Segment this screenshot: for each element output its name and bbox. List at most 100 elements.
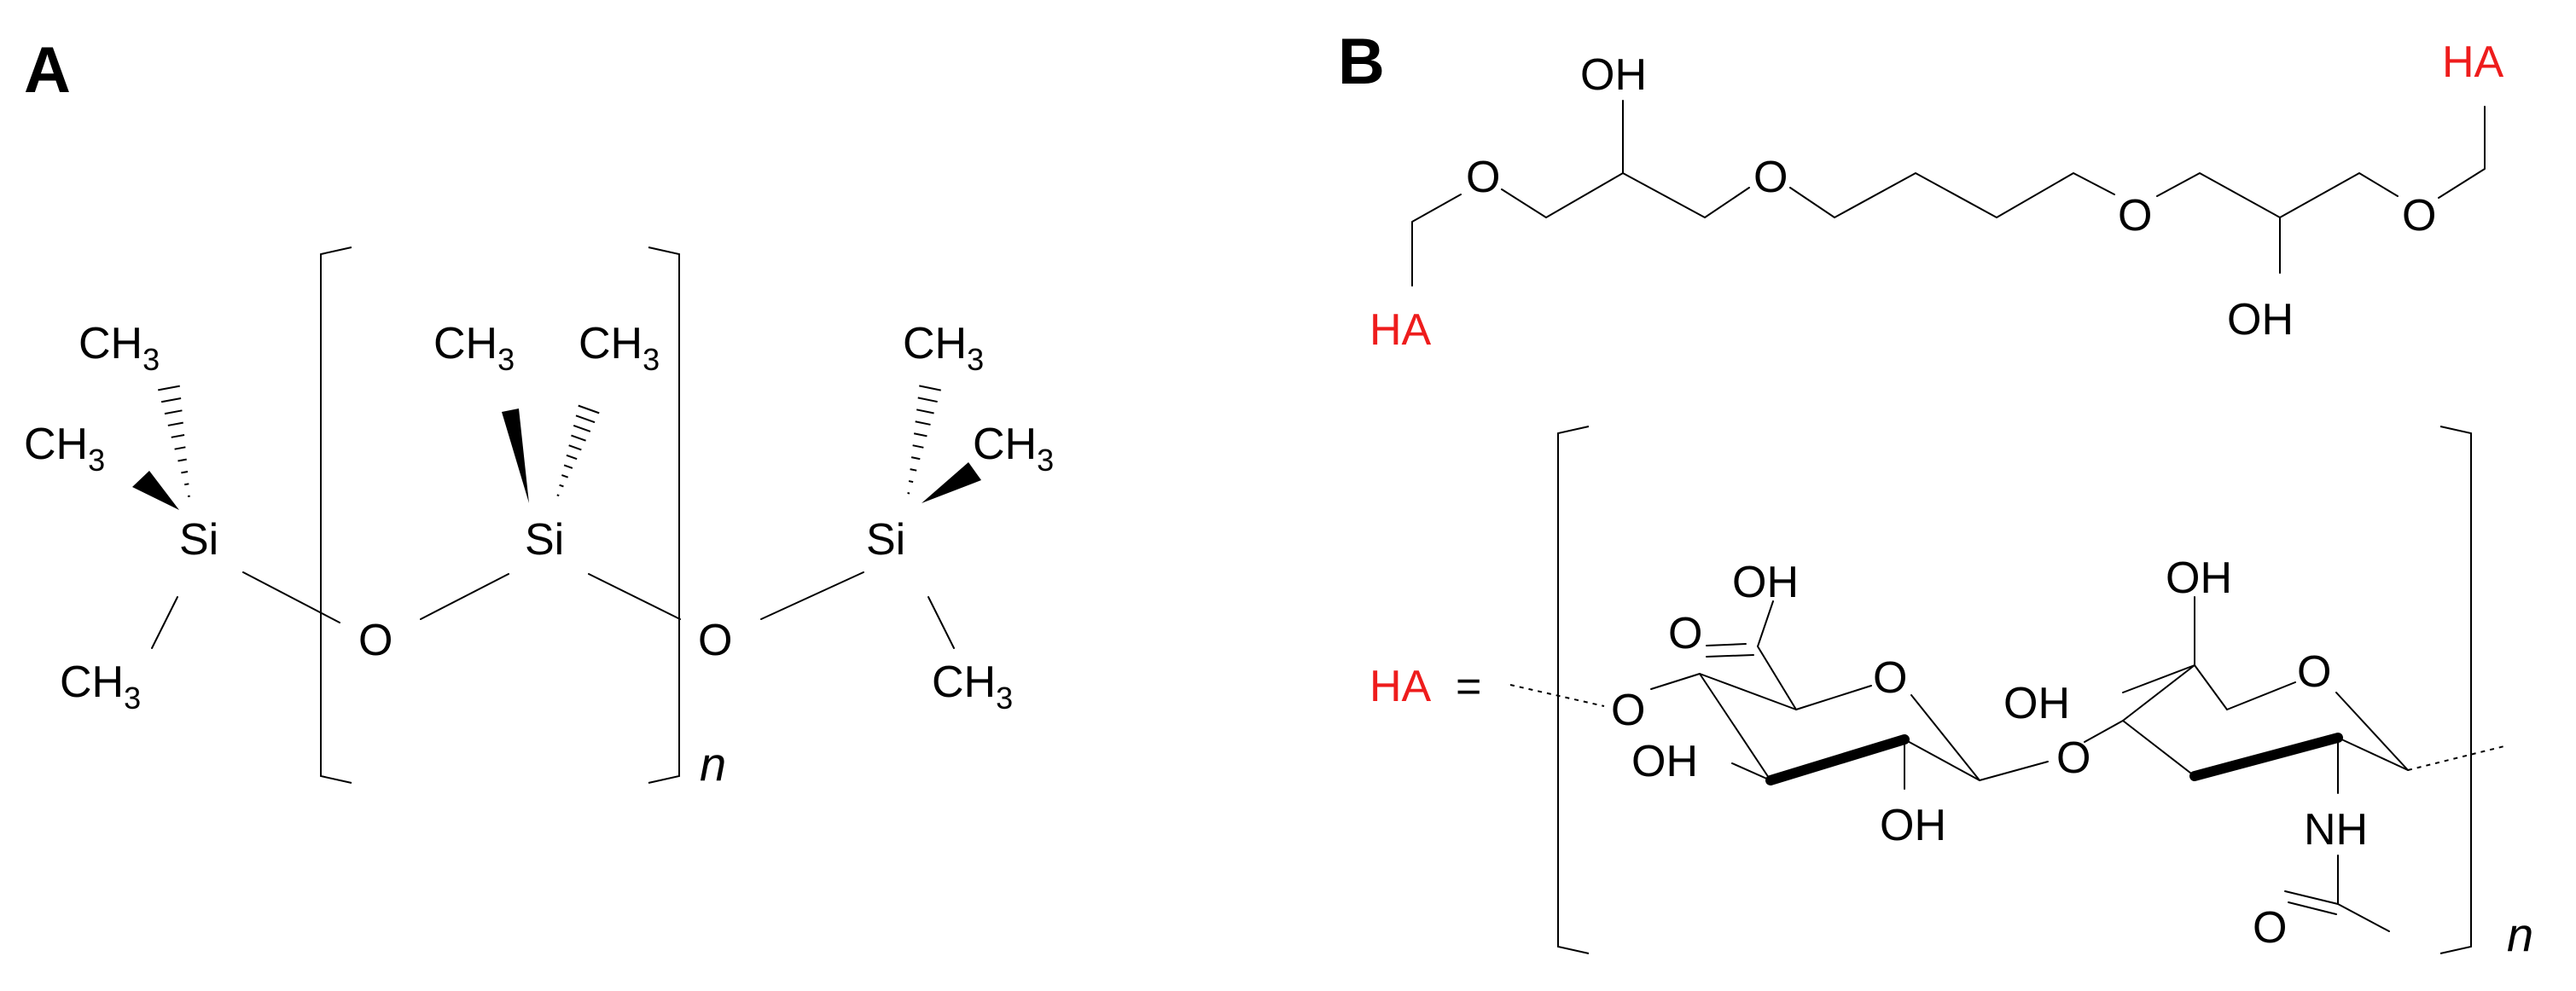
oh-c4-glcnac: OH [2003, 679, 2070, 728]
bond-si-right-ch3-bottom [927, 596, 955, 649]
bond-c2-c1-ring2 [2337, 737, 2409, 771]
oh-c3: OH [1631, 737, 1698, 786]
bond-si-o-left [242, 571, 340, 623]
ch2oh-oh: OH [2166, 553, 2232, 603]
hash-stroke [917, 397, 938, 403]
bond-carbonyl-o-2 [2288, 901, 2337, 915]
hash-stroke [910, 456, 921, 461]
glucuronic-acid-ring [1650, 600, 2049, 790]
bond-o-si-mid [420, 573, 509, 620]
bond-ha-ch2-o1 [1411, 194, 1462, 287]
bond-c1-o-glyco [1979, 761, 2049, 781]
carboxyl-o: O [1668, 609, 1702, 658]
o-right: O [698, 616, 732, 665]
oh-c2: OH [1880, 801, 1946, 850]
hash-stroke [915, 420, 931, 426]
bond-o-c4-ring2 [2084, 720, 2124, 743]
o-glyco-left: O [1611, 686, 1645, 735]
bond-c5-c6 [1757, 646, 1797, 710]
hash-stroke [563, 464, 573, 469]
ha-right: HA [2442, 38, 2504, 87]
panel-b-label: B [1338, 26, 1385, 98]
bond-c1-o5-ring2 [2335, 692, 2409, 771]
bond-c3-oh [1731, 762, 1771, 781]
hash-stroke [919, 385, 941, 391]
bond-c6-oh [1757, 600, 1774, 647]
hash-stroke [160, 397, 182, 403]
bond-c4-oh-ring2 [2122, 664, 2195, 693]
linker-o3: O [2118, 191, 2152, 241]
hash-stroke [556, 494, 560, 497]
bracket-b-right [2439, 426, 2472, 954]
glcnac-ring [2084, 596, 2409, 932]
wedge-si-left-ch3 [132, 471, 179, 510]
hash-stroke [171, 434, 185, 438]
hash-stroke [573, 424, 591, 432]
ch3-right: CH3 [973, 420, 1054, 478]
linker-o2: O [1753, 153, 1788, 202]
si-right: Si [866, 515, 905, 565]
ch3-bottom-left: CH3 [60, 658, 141, 716]
bond-c4-c3-ring2 [2122, 720, 2195, 777]
hash-stroke [164, 409, 183, 415]
o-left: O [358, 616, 393, 665]
dotted-bond-right [2407, 745, 2505, 771]
bond-c4-c3-ring2-up [2122, 664, 2195, 722]
ch3-mid-left: CH3 [433, 319, 515, 377]
hash-stroke [908, 480, 914, 484]
bond-o-si-right [760, 571, 864, 620]
bond-o3-glycerol-o4 [2156, 172, 2399, 218]
ch3-bottom-right: CH3 [932, 658, 1013, 716]
o-ring1: O [1873, 653, 1907, 703]
wedge-si-right-ch3 [922, 462, 981, 503]
acetyl-o: O [2253, 903, 2287, 953]
ch3-top-left: CH3 [79, 319, 160, 377]
bond-c5-c4 [1699, 673, 1797, 710]
si-left: Si [179, 515, 218, 565]
bond-si-left-ch3-bottom [151, 596, 178, 649]
bond-carbonyl-o-1 [2284, 890, 2339, 905]
hash-stroke [578, 404, 600, 414]
bond-c2-c1 [1904, 739, 1980, 781]
hash-stroke [916, 409, 934, 414]
bond-c1-o5 [1910, 694, 1980, 781]
equals-sign: = [1456, 662, 1481, 711]
panel-a: A CH3 CH3 Si CH3 O CH3 CH3 Si O CH3 [24, 34, 1054, 791]
hash-stroke [910, 468, 917, 472]
bond-o-c4 [1650, 673, 1701, 690]
oh-top: OH [1580, 50, 1647, 100]
linker-o4: O [2402, 191, 2436, 241]
panel-b: B OH O O O O OH HA HA HA = [1338, 26, 2533, 961]
panel-a-label: A [24, 34, 71, 107]
bond-o4-ch2-ha [2438, 106, 2486, 199]
wedge-si-mid-ch3 [502, 409, 529, 503]
bond-o2-butyl-o3 [1789, 172, 2115, 218]
hash-stroke [913, 432, 927, 438]
bond-o5-c5-ring2 [2226, 681, 2296, 710]
carboxyl-oh: OH [1732, 558, 1799, 607]
linker-bonds [1411, 100, 2486, 287]
hashed-wedge-si-left-ch3-top [158, 385, 190, 498]
ch3-top-right: CH3 [903, 319, 984, 377]
hash-stroke [158, 385, 180, 391]
oh-bottom: OH [2227, 295, 2294, 345]
ha-definition-label: HA [1369, 662, 1432, 711]
bond-c6-o-dbl-1 [1706, 643, 1747, 646]
hash-stroke [561, 474, 569, 478]
hash-stroke [568, 444, 582, 451]
repeat-index-b: n [2507, 907, 2533, 961]
bracket-b-left [1557, 426, 1590, 954]
hash-stroke [559, 484, 564, 488]
hash-stroke [174, 446, 186, 450]
hash-stroke [907, 492, 910, 495]
hashed-wedge-si-mid-ch3-right [556, 404, 600, 497]
bond-c6-o-dbl-2 [1706, 654, 1754, 658]
hash-stroke [575, 414, 596, 424]
si-mid: Si [525, 515, 564, 565]
linker-o1: O [1466, 153, 1500, 202]
hash-stroke [177, 458, 187, 462]
bold-bond-ring2 [2189, 733, 2343, 781]
hash-stroke [571, 434, 586, 442]
bond-si-mid-o [588, 573, 681, 620]
dotted-bond-left [1509, 684, 1605, 707]
